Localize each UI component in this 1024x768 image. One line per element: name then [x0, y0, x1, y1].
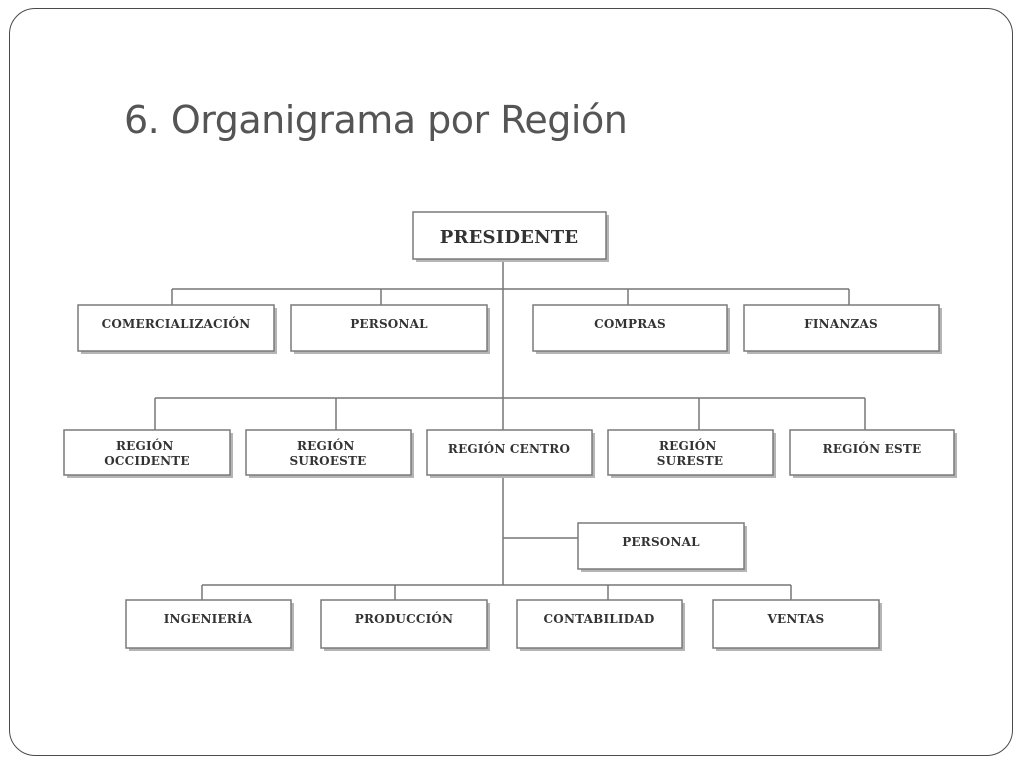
- box-frame: [516, 599, 683, 649]
- unit-label: PRODUCCIÓN: [355, 610, 453, 626]
- box-frame: [412, 211, 607, 260]
- org-box-contabilidad: CONTABILIDAD: [516, 599, 685, 651]
- box-frame: [77, 304, 275, 352]
- org-box-region-centro: REGIÓN CENTRO: [426, 429, 595, 478]
- unit-label: CONTABILIDAD: [544, 612, 655, 626]
- box-frame: [245, 429, 412, 476]
- org-box-ventas: VENTAS: [712, 599, 882, 651]
- org-box-finanzas: FINANZAS: [743, 304, 942, 354]
- org-box-region-occidente: REGIÓN OCCIDENTE: [63, 429, 233, 478]
- box-frame: [290, 304, 488, 352]
- org-box-compras: COMPRAS: [532, 304, 730, 354]
- box-frame: [426, 429, 593, 476]
- box-frame: [789, 429, 955, 476]
- region-label: REGIÓN SURESTE: [657, 437, 723, 468]
- department-label: COMERCIALIZACIÓN: [102, 315, 251, 331]
- org-box-president: PRESIDENTE: [412, 211, 609, 262]
- region-label-line: REGIÓN: [659, 437, 717, 453]
- box-frame: [125, 599, 292, 649]
- region-label-line: REGIÓN: [116, 437, 174, 453]
- org-box-region-este: REGIÓN ESTE: [789, 429, 957, 478]
- president-label: PRESIDENTE: [440, 227, 579, 248]
- region-label: REGIÓN SUROESTE: [289, 437, 366, 468]
- department-label: FINANZAS: [804, 317, 878, 331]
- region-label-line: SUROESTE: [289, 454, 366, 468]
- org-box-centro-personal: PERSONAL: [577, 522, 747, 572]
- org-box-produccion: PRODUCCIÓN: [320, 599, 490, 651]
- org-box-comercializacion: COMERCIALIZACIÓN: [77, 304, 277, 354]
- org-connectors: [154, 260, 866, 600]
- region-label: REGIÓN ESTE: [823, 440, 922, 456]
- region-label: REGIÓN CENTRO: [448, 440, 570, 456]
- box-frame: [743, 304, 940, 352]
- box-frame: [712, 599, 880, 649]
- region-label-line: SURESTE: [657, 454, 723, 468]
- region-label-line: OCCIDENTE: [104, 454, 190, 468]
- department-label: PERSONAL: [350, 317, 428, 331]
- unit-label: VENTAS: [767, 612, 825, 626]
- staff-label: PERSONAL: [622, 535, 700, 549]
- org-box-region-suroeste: REGIÓN SUROESTE: [245, 429, 414, 478]
- box-frame: [320, 599, 488, 649]
- unit-label: INGENIERÍA: [164, 611, 253, 626]
- box-frame: [607, 429, 774, 476]
- region-label-line: REGIÓN: [297, 437, 355, 453]
- region-label: REGIÓN OCCIDENTE: [104, 437, 190, 468]
- slide-title: 6. Organigrama por Región: [124, 98, 628, 142]
- box-frame: [577, 522, 745, 570]
- org-box-region-sureste: REGIÓN SURESTE: [607, 429, 776, 478]
- org-box-personal: PERSONAL: [290, 304, 490, 354]
- box-frame: [532, 304, 728, 352]
- box-frame: [63, 429, 231, 476]
- department-label: COMPRAS: [594, 317, 666, 331]
- org-box-ingenieria: INGENIERÍA: [125, 599, 294, 651]
